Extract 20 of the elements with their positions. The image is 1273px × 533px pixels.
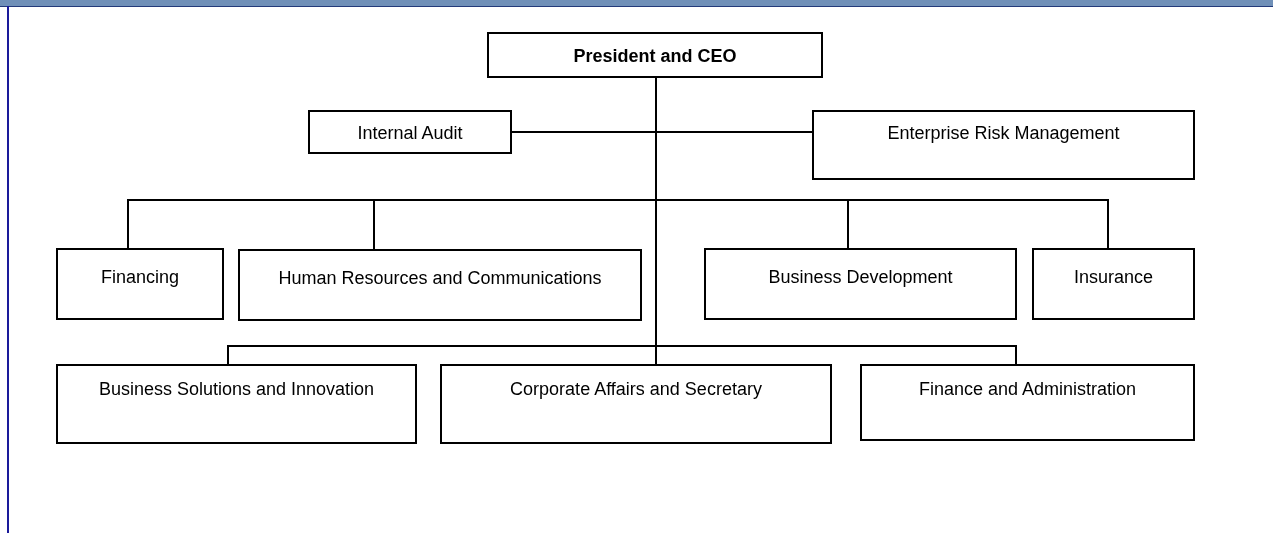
org-box: [1032, 248, 1195, 320]
org-box: [704, 248, 1017, 320]
unit-name: Insurance: [1073, 266, 1154, 289]
unit-name: Business Development: [768, 266, 953, 289]
org-box: [812, 110, 1195, 180]
org-box: [308, 110, 512, 154]
unit-name: Finance and Administration: [918, 378, 1137, 401]
org-box: [860, 364, 1195, 441]
unit-name: Human Resources and Communications: [278, 267, 602, 290]
org-box: [56, 248, 224, 320]
unit-name: Corporate Affairs and Secretary: [510, 378, 762, 401]
unit-name: Business Solutions and Innovation: [98, 378, 375, 401]
org-box: [487, 32, 823, 78]
unit-name: Internal Audit: [357, 122, 463, 145]
org-box: [238, 249, 642, 321]
unit-name: Financing: [100, 266, 179, 289]
org-box: [56, 364, 417, 444]
org-box: [440, 364, 832, 444]
unit-name: President and CEO: [573, 45, 737, 68]
unit-name: Enterprise Risk Management: [887, 122, 1120, 145]
